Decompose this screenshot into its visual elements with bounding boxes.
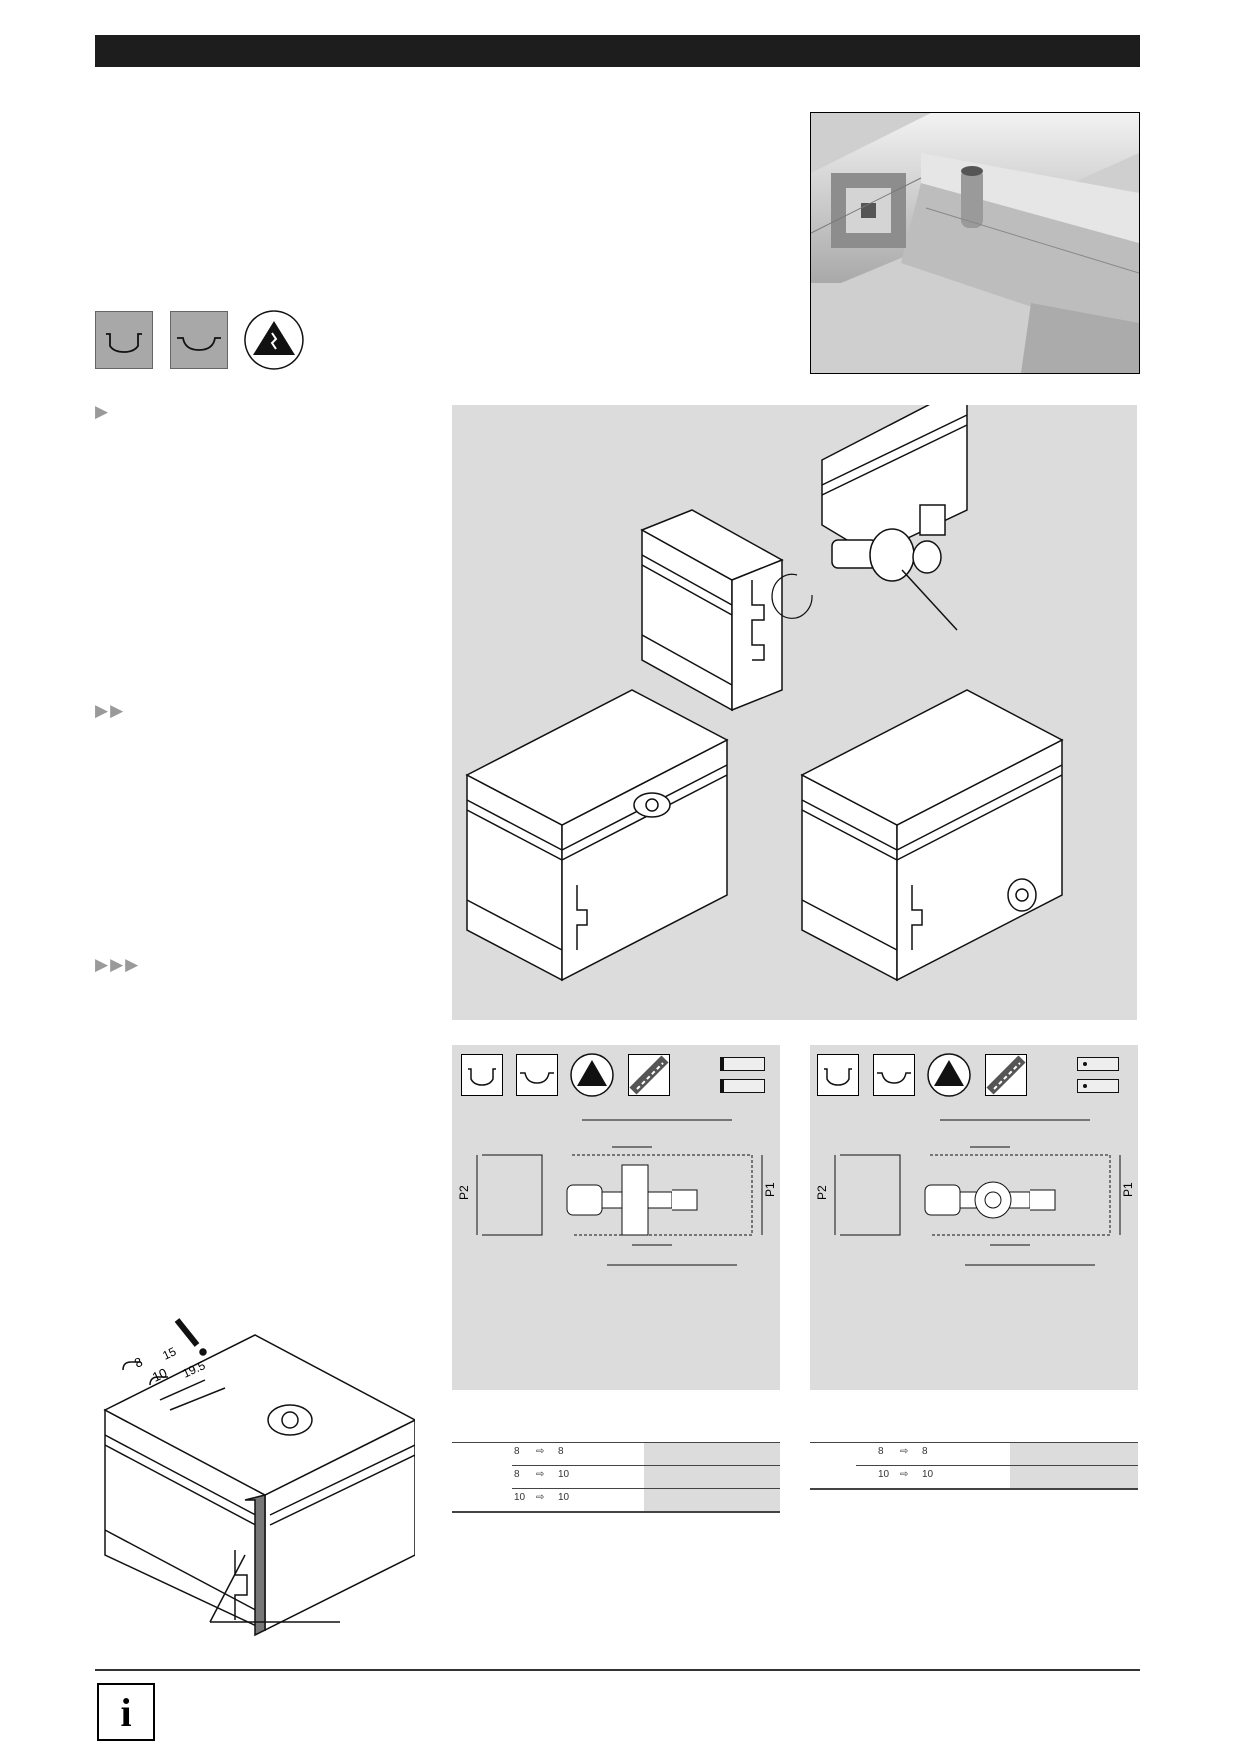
slot-10-icon <box>516 1054 558 1096</box>
product-photo <box>810 112 1140 374</box>
slot-from: 8 <box>878 1446 884 1457</box>
dimension-drawing-left: P2 P1 <box>457 1119 777 1266</box>
num-8-label: 8 <box>132 1354 145 1371</box>
p1-label: P1 <box>763 1182 777 1197</box>
table-row: 10 ⇨ 10 <box>512 1488 780 1511</box>
slot-from: 10 <box>878 1469 890 1480</box>
esd-warning-icon <box>926 1052 972 1098</box>
drill-icon <box>985 1054 1027 1096</box>
slot-8-icon <box>461 1054 503 1096</box>
slot-combination-table-left: 8 ⇨ 8 8 ⇨ 10 10 ⇨ 10 <box>452 1442 780 1513</box>
dimension-drawing-right: P2 P1 <box>815 1119 1135 1266</box>
p2-label: P2 <box>815 1185 829 1200</box>
slot-to: 10 <box>558 1469 570 1480</box>
bullet-level-3: ▶▶▶ <box>95 955 141 974</box>
table-row: 8 ⇨ 8 <box>810 1442 1138 1465</box>
bullet-level-1: ▶ <box>95 402 111 421</box>
arrow-icon: ⇨ <box>536 1446 545 1457</box>
finish-swatch-1 <box>1077 1057 1119 1071</box>
slot-to: 8 <box>922 1446 928 1457</box>
slot-to: 10 <box>558 1492 570 1503</box>
table-row: 8 ⇨ 8 <box>452 1442 780 1465</box>
num-10-label: 10 <box>150 1365 169 1385</box>
p1-label: P1 <box>1121 1182 1135 1197</box>
table-row: 10 ⇨ 10 <box>856 1465 1138 1488</box>
mounting-detail-illustration: 8 15 10 19.5 <box>95 1300 417 1640</box>
slot-from: 8 <box>514 1469 520 1480</box>
slot-from: 10 <box>514 1492 526 1503</box>
arrow-icon: ⇨ <box>536 1469 545 1480</box>
slot-10-icon <box>873 1054 915 1096</box>
arrow-icon: ⇨ <box>900 1469 909 1480</box>
slot-combination-table-right: 8 ⇨ 8 10 ⇨ 10 <box>810 1442 1138 1490</box>
bullet-level-2: ▶▶ <box>95 701 126 720</box>
slot-10-icon <box>170 311 228 369</box>
finish-swatch-2 <box>1077 1079 1119 1093</box>
table-row: 8 ⇨ 10 <box>512 1465 780 1488</box>
header-bar <box>95 35 1140 67</box>
p2-label: P2 <box>457 1185 471 1200</box>
spec-panel-right: P2 P1 <box>810 1045 1138 1390</box>
esd-warning-icon <box>569 1052 615 1098</box>
info-icon: i <box>97 1683 155 1741</box>
arrow-icon: ⇨ <box>536 1492 545 1503</box>
finish-swatch-2 <box>720 1079 765 1093</box>
arrow-icon: ⇨ <box>900 1446 909 1457</box>
dimension-15-label: 15 <box>160 1344 178 1362</box>
drill-icon <box>628 1054 670 1096</box>
esd-warning-icon <box>243 309 305 371</box>
assembly-illustration-panel <box>452 383 1137 1020</box>
slot-8-icon <box>817 1054 859 1096</box>
slot-from: 8 <box>514 1446 520 1457</box>
slot-8-icon <box>95 311 153 369</box>
footer-divider <box>95 1669 1140 1671</box>
slot-to: 8 <box>558 1446 564 1457</box>
slot-to: 10 <box>922 1469 934 1480</box>
finish-swatch-1 <box>720 1057 765 1071</box>
spec-panel-left: P2 P1 <box>452 1045 780 1390</box>
